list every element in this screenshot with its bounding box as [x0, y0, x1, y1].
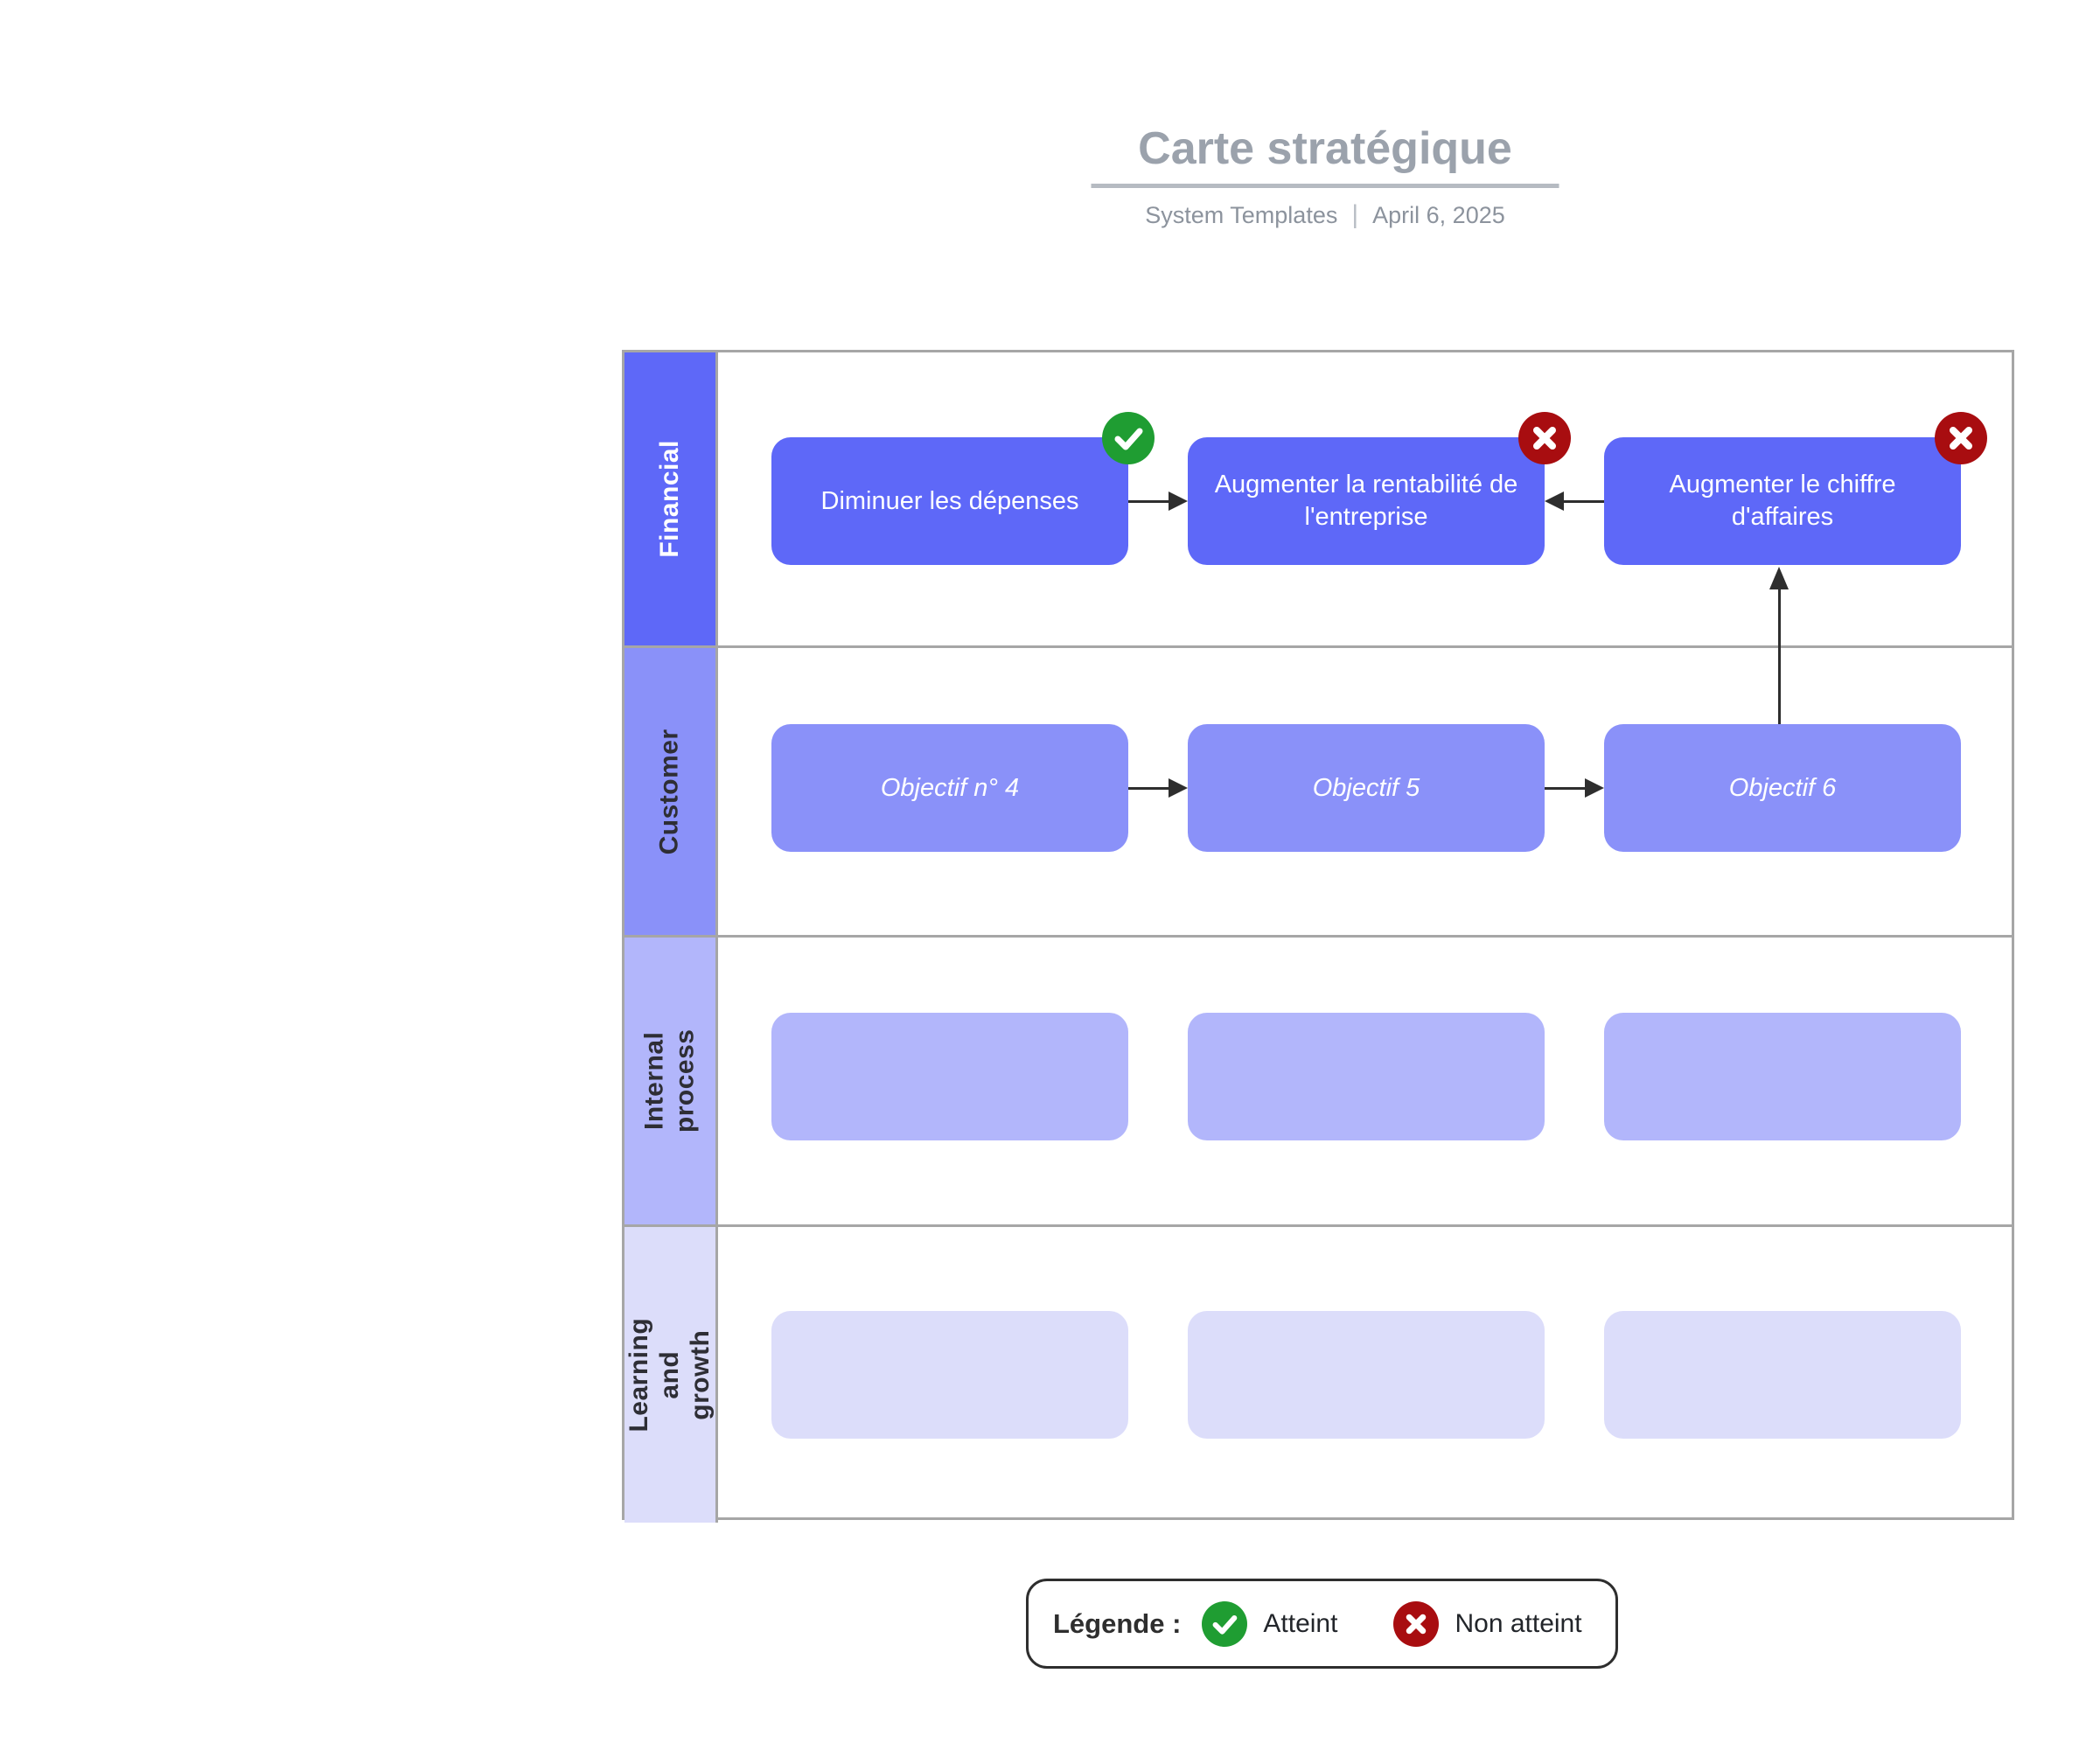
node-learning-placeholder-3	[1604, 1311, 1961, 1439]
node-augmenter-chiffre: Augmenter le chiffre d'affaires	[1604, 437, 1961, 565]
lane-internal-process: Internal process	[624, 935, 2012, 1224]
legend-check-badge	[1202, 1600, 1248, 1647]
arrow-chiffre-to-rentabilite-head	[1545, 492, 1564, 511]
title-underline	[1091, 184, 1559, 188]
cross-icon	[1406, 1614, 1427, 1634]
node-objectif-4: Objectif n° 4	[771, 724, 1128, 852]
legend-label-not-achieved: Non atteint	[1455, 1608, 1582, 1638]
arrow-depenses-to-rentabilite-head	[1169, 492, 1188, 511]
arrow-objectif6-to-chiffre-head	[1769, 567, 1789, 589]
node-objectif-5: Objectif 5	[1188, 724, 1545, 852]
node-learning-placeholder-1	[771, 1311, 1128, 1439]
lane-internal-process-label-text: Internal process	[639, 1028, 699, 1133]
lane-learning-growth-label: Learning and growth	[624, 1227, 718, 1523]
status-badge-notachieved-rentabilite	[1518, 412, 1571, 464]
check-icon	[1212, 1614, 1238, 1635]
lane-learning-growth-label-text: Learning and growth	[624, 1317, 715, 1433]
legend: Légende : Atteint Non atteint	[1026, 1579, 1618, 1669]
legend-title: Légende :	[1053, 1607, 1182, 1639]
node-internal-placeholder-1	[771, 1013, 1128, 1140]
check-icon	[1114, 428, 1143, 450]
arrow-objectif5-to-objectif6-head	[1585, 778, 1604, 798]
lane-financial-label: Financial	[624, 352, 718, 645]
node-internal-placeholder-2	[1188, 1013, 1545, 1140]
header: Carte stratégique System Templates | Apr…	[1091, 122, 1559, 230]
date-label: April 6, 2025	[1372, 201, 1505, 228]
lane-customer-label: Customer	[624, 648, 718, 935]
node-learning-placeholder-2	[1188, 1311, 1545, 1439]
lane-internal-process-label: Internal process	[624, 938, 718, 1224]
arrow-objectif6-to-chiffre-line	[1778, 588, 1781, 724]
cross-icon	[1950, 427, 1972, 450]
arrow-chiffre-to-rentabilite-line	[1564, 500, 1604, 503]
lane-financial-label-text: Financial	[654, 440, 684, 558]
lane-financial: Financial	[624, 352, 2012, 645]
legend-item-not-achieved: Non atteint	[1393, 1600, 1582, 1647]
strategy-map-table: Financial Customer Internal process Lear…	[622, 350, 2014, 1523]
legend-cross-badge	[1393, 1600, 1440, 1647]
author-label: System Templates	[1145, 201, 1338, 228]
arrow-objectif4-to-objectif5-line	[1128, 787, 1169, 790]
status-badge-achieved-depenses	[1102, 412, 1155, 464]
node-diminuer-depenses: Diminuer les dépenses	[771, 437, 1128, 565]
lane-customer-label-text: Customer	[654, 728, 684, 855]
status-badge-notachieved-chiffre	[1935, 412, 1987, 464]
lane-learning-growth: Learning and growth	[624, 1224, 2012, 1523]
page-title: Carte stratégique	[1138, 123, 1512, 174]
lane-customer: Customer	[624, 645, 2012, 935]
meta-divider: |	[1351, 200, 1359, 229]
node-objectif-6: Objectif 6	[1604, 724, 1961, 852]
node-augmenter-rentabilite: Augmenter la rentabilité de l'entreprise	[1188, 437, 1545, 565]
arrow-objectif5-to-objectif6-line	[1545, 787, 1585, 790]
cross-icon	[1533, 427, 1556, 450]
arrow-depenses-to-rentabilite-line	[1128, 500, 1169, 503]
legend-item-achieved: Atteint	[1202, 1600, 1338, 1647]
node-internal-placeholder-3	[1604, 1013, 1961, 1140]
legend-label-achieved: Atteint	[1263, 1608, 1338, 1638]
arrow-objectif4-to-objectif5-head	[1169, 778, 1188, 798]
header-meta: System Templates | April 6, 2025	[1092, 200, 1559, 230]
